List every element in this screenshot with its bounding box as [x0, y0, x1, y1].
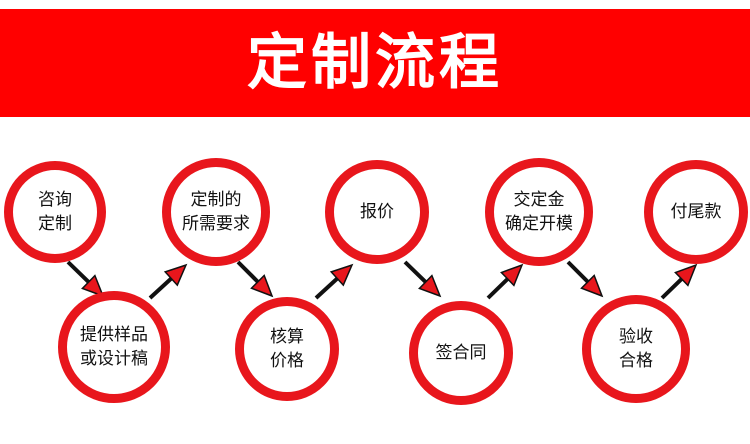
step-sign-contract-line-1: 签合同	[435, 343, 487, 363]
flow-arrowhead	[163, 263, 188, 287]
flow-arrow-6	[486, 263, 524, 300]
step-acceptance-line-2: 合格	[619, 351, 653, 371]
step-requirements-line-1: 定制的	[190, 190, 242, 210]
flow-arrow-3	[236, 260, 274, 298]
flow-arrow-shaft	[660, 277, 684, 300]
step-final-payment-line-1: 付尾款	[670, 202, 722, 222]
step-provide-sample: 提供样品 或设计稿	[58, 291, 170, 403]
step-final-payment: 付尾款	[644, 160, 748, 264]
flow-arrow-shaft	[148, 277, 173, 300]
page-title: 定制流程	[247, 28, 503, 98]
step-provide-sample-line-2: 或设计稿	[80, 349, 148, 369]
step-consult-line-2: 定制	[38, 214, 72, 234]
step-provide-sample-line-1: 提供样品	[80, 325, 148, 345]
flow-arrowhead	[250, 274, 274, 298]
flow-arrow-shaft	[236, 260, 260, 284]
flow-arrow-shaft	[486, 277, 510, 300]
step-requirements: 定制的 所需要求	[162, 158, 270, 266]
flow-arrowhead	[418, 274, 442, 298]
step-calculate-price-line-1: 核算	[270, 327, 304, 347]
flow-arrow-5	[403, 260, 442, 298]
flow-arrow-7	[566, 260, 604, 298]
flow-arrow-8	[660, 263, 698, 300]
step-calculate-price: 核算 价格	[235, 297, 339, 401]
step-consult-line-1: 咨询	[38, 190, 72, 210]
flow-arrow-1	[66, 260, 105, 298]
step-quote-line-1: 报价	[360, 202, 394, 222]
flow-arrowhead	[500, 263, 524, 287]
step-deposit-line-1: 交定金	[513, 190, 565, 210]
step-deposit: 交定金 确定开模	[485, 158, 593, 266]
step-acceptance: 验收 合格	[582, 295, 690, 403]
flow-arrow-shaft	[66, 260, 91, 284]
step-sign-contract: 签合同	[409, 301, 513, 405]
step-deposit-line-2: 确定开模	[505, 214, 573, 234]
flow-arrowhead	[674, 263, 698, 287]
step-calculate-price-line-2: 价格	[270, 351, 304, 371]
flow-arrow-shaft	[566, 260, 590, 284]
step-requirements-line-2: 所需要求	[182, 214, 250, 234]
flow-arrowhead	[329, 263, 354, 287]
flow-arrowhead	[81, 274, 105, 298]
step-consult: 咨询 定制	[4, 161, 106, 263]
flow-arrow-4	[314, 263, 354, 300]
step-acceptance-line-1: 验收	[619, 327, 653, 347]
flow-arrow-shaft	[403, 260, 428, 284]
title-banner: 定制流程	[0, 9, 750, 117]
step-quote: 报价	[325, 160, 429, 264]
flow-arrow-2	[148, 263, 188, 300]
flow-arrowhead	[580, 274, 604, 298]
flow-arrow-shaft	[314, 277, 339, 300]
